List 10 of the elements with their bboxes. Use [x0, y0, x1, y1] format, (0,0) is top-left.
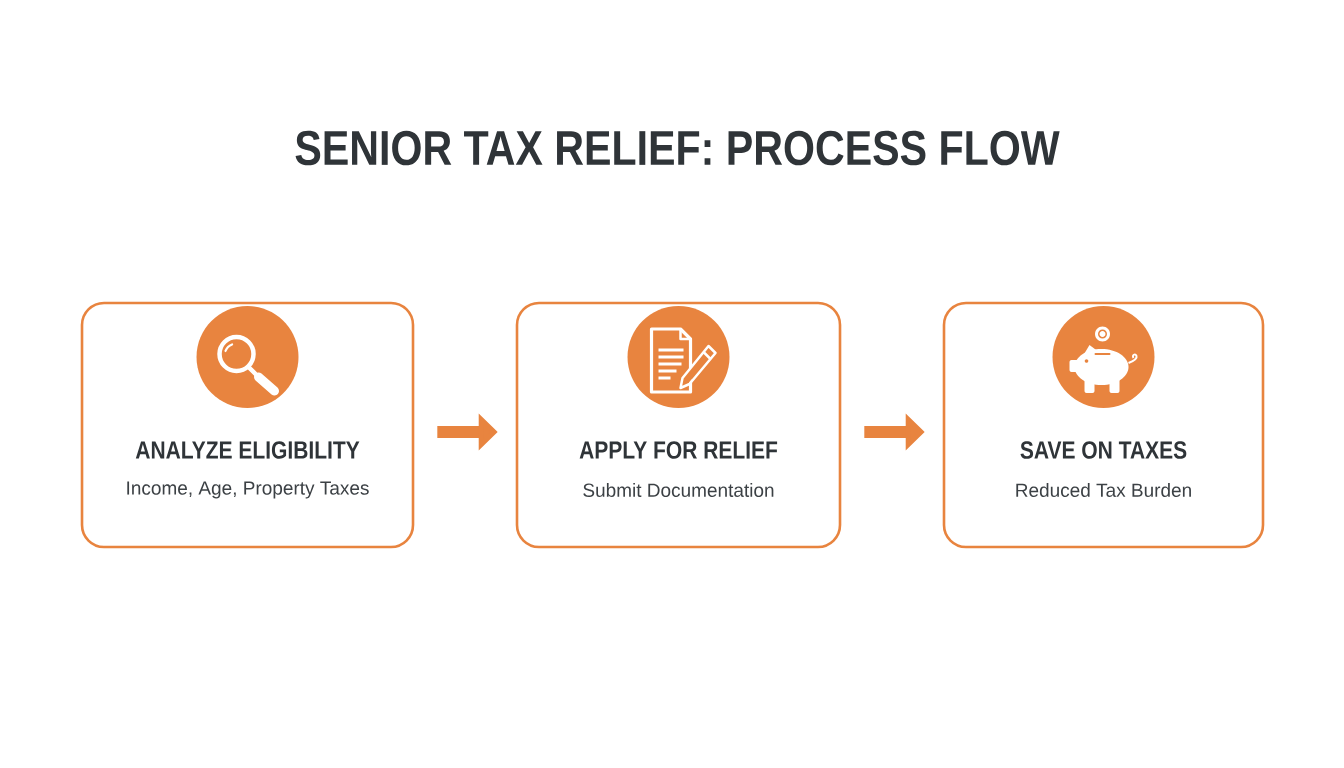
title: SENIOR TAX RELIEF: PROCESS FLOW	[295, 130, 1060, 166]
process-box	[942, 301, 1265, 549]
step-description: Reduced Tax Burden	[1016, 483, 1191, 497]
process-box	[80, 301, 415, 549]
process-box	[515, 301, 842, 549]
step-description: Income, Age, Property Taxes	[127, 481, 369, 499]
step-title: APPLY FOR RELIEF	[579, 441, 778, 459]
step-description: Submit Documentation	[583, 483, 774, 497]
step-title: ANALYZE ELIGIBILITY	[135, 441, 360, 459]
step-title: SAVE ON TAXES	[1020, 441, 1187, 459]
